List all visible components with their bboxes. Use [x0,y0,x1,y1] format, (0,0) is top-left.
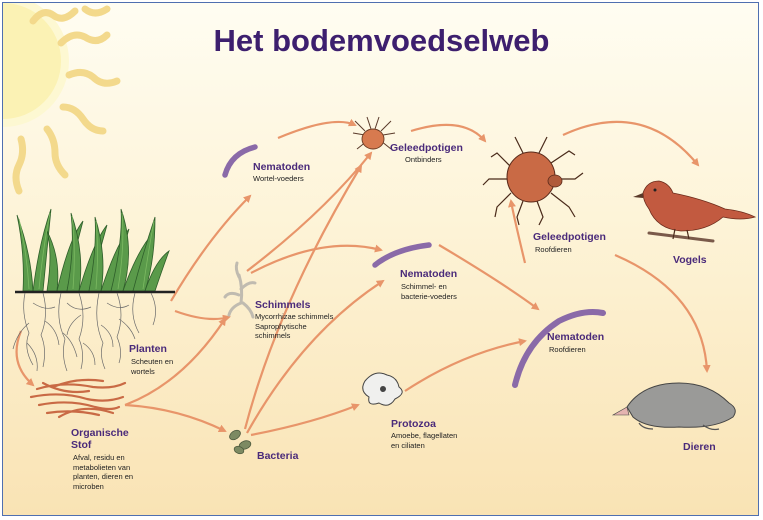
bird-icon [633,180,757,243]
label-nematoden-schimmel: Nematoden [400,268,458,280]
mite-decomposer-icon [352,116,396,150]
plants-illustration [12,208,175,372]
sub-schimmels: Mycorrhizae schimmels Saprophytische sch… [255,312,334,340]
label-geleedpotigen-roofdieren: Geleedpotigen [533,231,606,243]
nematode-root-feeder-icon [222,144,258,178]
label-vogels: Vogels [673,254,707,266]
food-web-arrows [15,118,711,437]
sub-planten: Scheuten en wortels [131,357,174,376]
bacteria-icon [229,429,252,455]
label-bacteria: Bacteria [257,450,299,462]
label-geleedpotigen-ontbinders: Geleedpotigen [390,142,463,154]
organic-matter-illustration [29,378,127,419]
label-planten: Planten [129,343,167,355]
mite-predator-icon [482,136,584,226]
label-organische-stof: Organische Stof [71,427,129,451]
sub-nematoden-roofdieren: Roofdieren [549,345,586,354]
mole-icon [611,382,736,431]
label-dieren: Dieren [683,441,716,453]
sub-nematoden-schimmel: Schimmel- en bacterie-voeders [401,282,457,301]
sun-icon [3,3,121,195]
label-nematoden-wortel: Nematoden [253,161,311,173]
label-protozoa: Protozoa [391,418,436,430]
sub-nematoden-wortel: Wortel-voeders [253,174,304,183]
sub-geleedpotigen-roofdieren: Roofdieren [535,245,572,254]
sub-geleedpotigen-ontbinders: Ontbinders [405,155,442,164]
diagram-title: Het bodemvoedselweb [213,23,550,58]
nematode-predator-icon [512,309,606,388]
nematode-fungal-feeder-icon [372,242,432,268]
label-schimmels: Schimmels [255,299,311,311]
sub-protozoa: Amoebe, flagellaten en ciliaten [391,431,458,450]
sub-organische-stof: Afval, residu en metabolieten van plante… [73,453,134,491]
label-nematoden-roofdieren: Nematoden [547,331,605,343]
food-web-diagram [3,3,757,455]
fungi-icon [223,261,257,319]
